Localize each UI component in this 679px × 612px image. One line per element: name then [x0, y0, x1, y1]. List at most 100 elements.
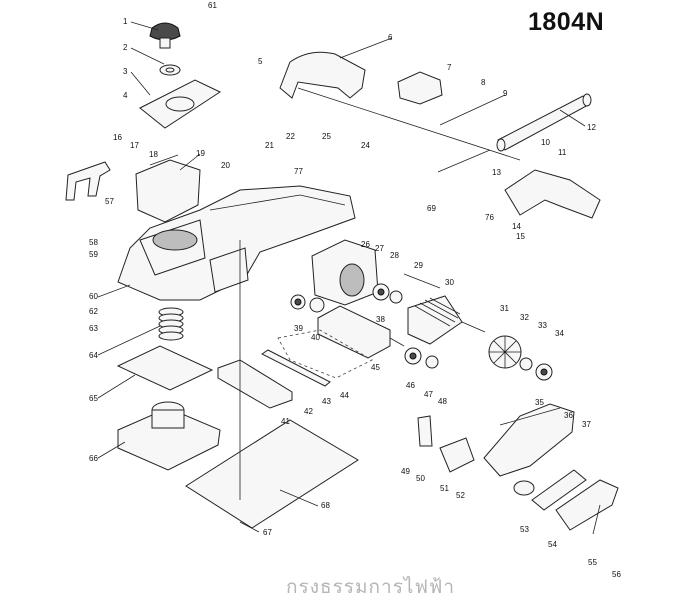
- callout-33: 33: [538, 321, 547, 330]
- callout-47: 47: [424, 390, 433, 399]
- callout-21: 21: [265, 141, 274, 150]
- callout-44: 44: [340, 391, 349, 400]
- spring-part: [158, 307, 184, 341]
- callout-65: 65: [89, 394, 98, 403]
- pulley-part: [513, 480, 535, 496]
- callout-34: 34: [555, 329, 564, 338]
- callout-7: 7: [447, 63, 452, 72]
- drive-belt-part: [531, 469, 587, 511]
- knob-part: [149, 22, 181, 49]
- callout-39: 39: [294, 324, 303, 333]
- callout-63: 63: [89, 324, 98, 333]
- callout-24: 24: [361, 141, 370, 150]
- callout-69: 69: [427, 204, 436, 213]
- stator-part: [311, 239, 379, 306]
- callout-51: 51: [440, 484, 449, 493]
- callout-38: 38: [376, 315, 385, 324]
- callout-17: 17: [130, 141, 139, 150]
- callout-48: 48: [438, 397, 447, 406]
- side-handle-part: [65, 161, 111, 201]
- rear-handle-part: [504, 169, 601, 219]
- callout-numbers: 1 2 3 4 5 6 7 8 9 10 11 12 13 14 15 16 1…: [89, 1, 621, 579]
- pulley-cover-part: [555, 479, 619, 531]
- callout-5: 5: [258, 57, 263, 66]
- belt-cover-part: [483, 403, 575, 477]
- callout-16: 16: [113, 133, 122, 142]
- handle-bar-part: [496, 93, 592, 152]
- main-housing-part: [117, 185, 356, 301]
- drum-guide-outline: [277, 329, 373, 379]
- switch-part: [397, 71, 443, 105]
- base-plate-part: [185, 419, 359, 529]
- callout-64: 64: [89, 351, 98, 360]
- callout-45: 45: [371, 363, 380, 372]
- callout-43: 43: [322, 397, 331, 406]
- callout-46: 46: [406, 381, 415, 390]
- callout-42: 42: [304, 407, 313, 416]
- callout-62: 62: [89, 307, 98, 316]
- cutter-drum-part: [317, 305, 405, 359]
- armature-part: [407, 295, 486, 345]
- callout-14: 14: [512, 222, 521, 231]
- front-base-part: [117, 401, 221, 471]
- callout-36: 36: [564, 411, 573, 420]
- callout-27: 27: [375, 244, 384, 253]
- callout-12: 12: [587, 123, 596, 132]
- callout-31: 31: [500, 304, 509, 313]
- callout-67: 67: [263, 528, 272, 537]
- handle-cover-part: [279, 51, 366, 99]
- callout-30: 30: [445, 278, 454, 287]
- callout-8: 8: [481, 78, 486, 87]
- callout-10: 10: [541, 138, 550, 147]
- callout-49: 49: [401, 467, 410, 476]
- callout-68: 68: [321, 501, 330, 510]
- gasket-part: [116, 345, 214, 391]
- callout-9: 9: [503, 89, 508, 98]
- callout-53: 53: [520, 525, 529, 534]
- cover-bracket-part: [135, 159, 201, 223]
- part-drawings: [65, 21, 619, 535]
- callout-41: 41: [281, 417, 290, 426]
- blade-holder-part: [217, 359, 293, 409]
- callout-25: 25: [322, 132, 331, 141]
- callout-2: 2: [123, 43, 128, 52]
- leader-lines: [97, 21, 601, 535]
- fan-part: [488, 335, 522, 369]
- callout-60: 60: [89, 292, 98, 301]
- callout-20: 20: [221, 161, 230, 170]
- callout-13: 13: [492, 168, 501, 177]
- callout-22: 22: [286, 132, 295, 141]
- watermark-text: กรงธรรมการไฟฟ้า: [286, 576, 456, 598]
- callout-18: 18: [149, 150, 158, 159]
- callout-77: 77: [294, 167, 303, 176]
- callout-58: 58: [89, 238, 98, 247]
- callout-4: 4: [123, 91, 128, 100]
- callout-40: 40: [311, 333, 320, 342]
- callout-66: 66: [89, 454, 98, 463]
- rod-part: [437, 149, 491, 173]
- callout-29: 29: [414, 261, 423, 270]
- callout-26: 26: [361, 240, 370, 249]
- callout-50: 50: [416, 474, 425, 483]
- callout-59: 59: [89, 250, 98, 259]
- model-number: 1804N: [528, 8, 605, 36]
- callout-15: 15: [516, 232, 525, 241]
- plate-part: [439, 437, 475, 473]
- bracket-part: [417, 415, 433, 447]
- callout-32: 32: [520, 313, 529, 322]
- bearings: [290, 283, 553, 381]
- callout-11: 11: [558, 148, 567, 157]
- callout-76: 76: [485, 213, 494, 222]
- callout-55: 55: [588, 558, 597, 567]
- callout-52: 52: [456, 491, 465, 500]
- callout-28: 28: [390, 251, 399, 260]
- callout-37: 37: [582, 420, 591, 429]
- callout-61: 61: [208, 1, 217, 10]
- callout-1: 1: [123, 17, 128, 26]
- blade-part: [261, 349, 331, 387]
- callout-54: 54: [548, 540, 557, 549]
- callout-57: 57: [105, 197, 114, 206]
- callout-6: 6: [388, 33, 393, 42]
